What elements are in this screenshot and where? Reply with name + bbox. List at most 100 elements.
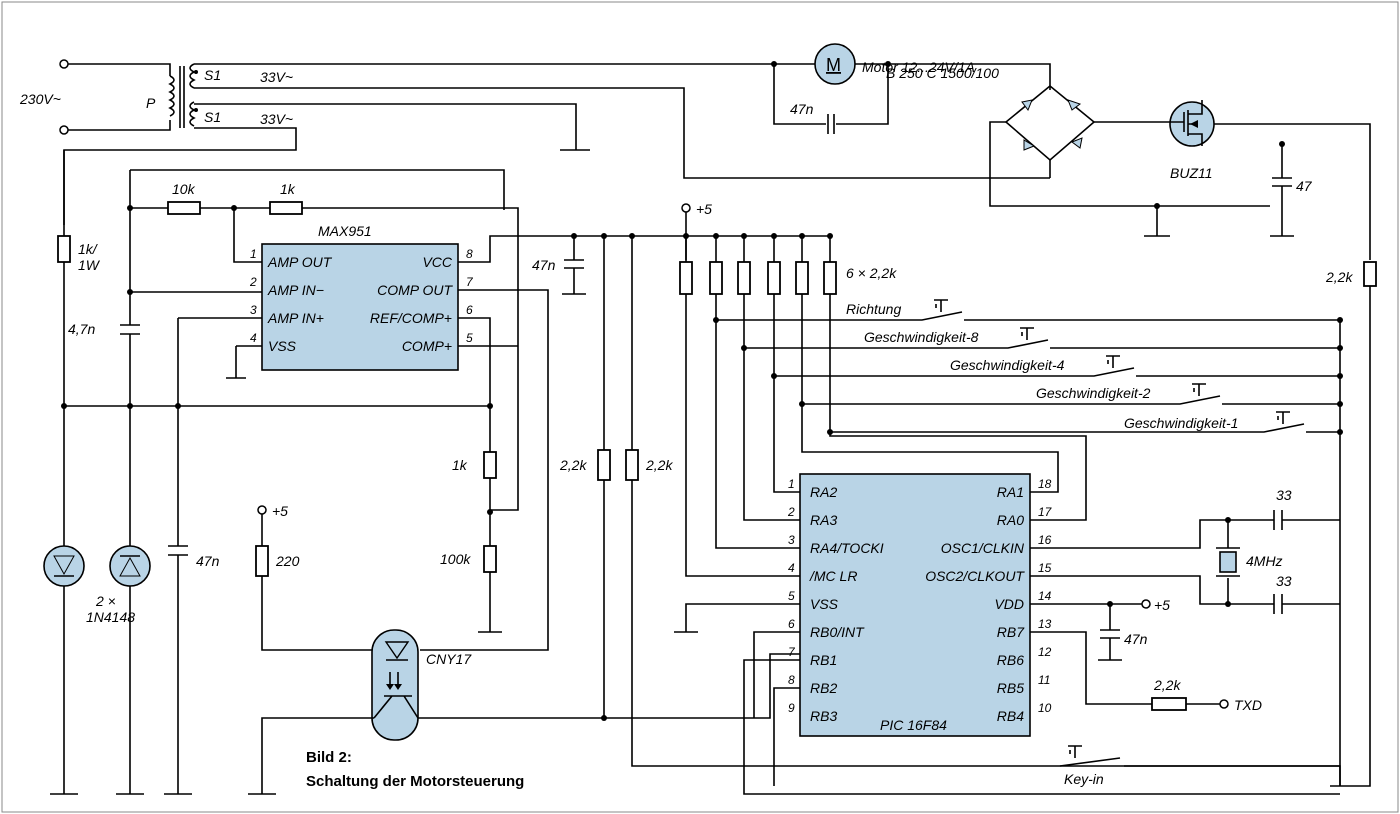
switch-wire (744, 339, 1340, 349)
pic-pin-name: RB3 (810, 708, 837, 724)
max951-pin-num: 2 (249, 275, 257, 289)
secondary2-label: S1 (204, 109, 221, 125)
pic-pin-num: 2 (787, 505, 795, 519)
pic-pin-num: 5 (788, 589, 795, 603)
pic-pin-num: 4 (788, 561, 795, 575)
pic-pin-name: OSC1/CLKIN (941, 540, 1025, 556)
motor-symbol: M (826, 55, 841, 75)
pic-pin-num: 18 (1038, 477, 1052, 491)
pullup-resistors: +5 6 × 2,2k (679, 201, 897, 295)
r220-label: 220 (275, 553, 300, 569)
pic-pin-num: 16 (1038, 533, 1052, 547)
switch-g4-label: Geschwindigkeit-4 (950, 357, 1065, 373)
r1k-top-label: 1k (280, 181, 296, 197)
r10k-label: 10k (172, 181, 196, 197)
pic-pin-name: RB6 (997, 652, 1024, 668)
osc-c47n-label: 47n (1124, 631, 1148, 647)
txd-r-label: 2,2k (1153, 677, 1181, 693)
secondary1-label: S1 (204, 67, 221, 83)
max951-pin-name: REF/COMP+ (370, 310, 452, 326)
pic-pin-num: 1 (788, 477, 795, 491)
pic-pin-num: 7 (788, 645, 796, 659)
mains-input: 230V~ P S1 S1 33V~ 33V~ (19, 59, 1050, 225)
pullup-resistor (709, 261, 723, 295)
r22k-right-label: 2,2k (1325, 269, 1353, 285)
opto-label: CNY17 (426, 651, 472, 667)
max951-pin-num: 7 (466, 275, 474, 289)
pic-pin-name: OSC2/CLKOUT (925, 568, 1025, 584)
c47n-vcc-label: 47n (532, 257, 556, 273)
c47n-left-label: 4,7n (68, 321, 95, 337)
switch-wire (774, 367, 1340, 377)
vplus-opto-label: +5 (272, 503, 288, 519)
max951-pin-num: 8 (466, 247, 473, 261)
key-switch-wire (1059, 757, 1340, 767)
sec-voltage2-label: 33V~ (260, 111, 293, 127)
pic-pin-name: RA1 (997, 484, 1024, 500)
switch-icon (1106, 355, 1120, 368)
txd-label: TXD (1234, 697, 1262, 713)
pic-pin-num: 10 (1038, 701, 1052, 715)
max951-pin-num: 3 (250, 303, 257, 317)
max951-pin-name: AMP OUT (267, 254, 333, 270)
pic-pin-num: 13 (1038, 617, 1052, 631)
pic-pin-name: VDD (994, 596, 1024, 612)
max951-pin-num: 4 (250, 331, 257, 345)
pic-pin-name: VSS (810, 596, 839, 612)
switch-icon (1192, 383, 1206, 396)
vplus-pullup-label: +5 (696, 201, 712, 217)
pullup-resistor (795, 261, 809, 295)
r1k1w-label: 1k/ (78, 241, 99, 257)
pic-title: PIC 16F84 (880, 717, 947, 733)
max951-title: MAX951 (318, 223, 372, 239)
max951-pin-name: VSS (268, 338, 297, 354)
motor-cap-label: 47n (790, 101, 814, 117)
pic-pin-num: 9 (788, 701, 795, 715)
c47n-bottom-label: 47n (196, 553, 220, 569)
switch-lines (685, 294, 1087, 577)
pic-pin-name: RA0 (997, 512, 1024, 528)
crystal-label: 4MHz (1246, 553, 1283, 569)
switch-richtung-label: Richtung (846, 301, 901, 317)
pic-pin-name: RB4 (997, 708, 1024, 724)
pic-pin-name: RB5 (997, 680, 1024, 696)
max951-pin-name: VCC (422, 254, 452, 270)
diodes-type-label: 1N4148 (86, 609, 135, 625)
switch-icon (1020, 327, 1034, 340)
pullups-label: 6 × 2,2k (846, 265, 897, 281)
switch-wire (802, 395, 1340, 405)
switches: Richtung Geschwindigkeit-8 Geschwindigke… (713, 299, 1343, 787)
switch-key-label: Key-in (1064, 771, 1104, 787)
pic-pin-num: 17 (1038, 505, 1053, 519)
switch-g1-label: Geschwindigkeit-1 (1124, 415, 1238, 431)
max951-pin-num: 5 (466, 331, 473, 345)
r100k-label: 100k (440, 551, 471, 567)
key-switch-icon (1068, 745, 1082, 758)
pic-wiring: 4MHz 33 33 +5 47n 2,2k TXD (674, 487, 1340, 795)
switch-icon (1276, 411, 1290, 424)
switch-g8-label: Geschwindigkeit-8 (864, 329, 979, 345)
max951-pin-num: 1 (250, 247, 257, 261)
pullup-resistor (679, 261, 693, 295)
pic-pin-num: 14 (1038, 589, 1052, 603)
diodes-count-label: 2 × (95, 593, 116, 609)
pic-pin-num: 11 (1038, 673, 1050, 687)
mosfet-buz11: BUZ11 47 2,2k (1169, 100, 1377, 787)
r1k1w-label-2: 1W (78, 257, 101, 273)
max951-pin-name: COMP OUT (377, 282, 453, 298)
switch-g2-label: Geschwindigkeit-2 (1036, 385, 1151, 401)
pullup-resistor (737, 261, 751, 295)
mains-voltage-label: 230V~ (19, 91, 61, 107)
switch-wire (830, 423, 1340, 433)
pic-pin-num: 3 (788, 533, 795, 547)
pic-pin-num: 8 (788, 673, 795, 687)
mosfet-label: BUZ11 (1170, 165, 1213, 181)
osc-c2-label: 33 (1276, 573, 1292, 589)
vdd-label: +5 (1154, 597, 1170, 613)
left-parts: 1k/ 1W 4,7n 2 × 1N4148 10k 1k 47n (43, 150, 519, 795)
pullup-resistor (767, 261, 781, 295)
bridge-rectifier: B 250 C 1500/100 (886, 65, 1270, 237)
